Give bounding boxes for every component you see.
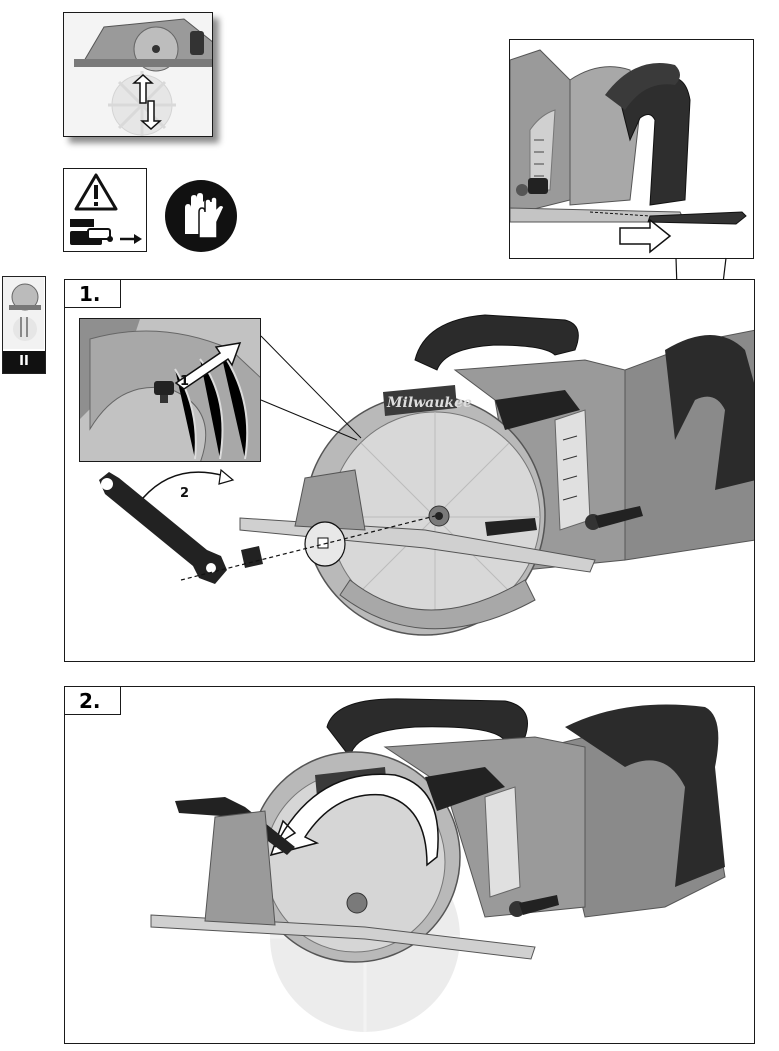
safety-notice-box bbox=[63, 168, 147, 252]
brand-logo: Milwaukee bbox=[386, 395, 472, 411]
up-down-arrows-icon bbox=[132, 73, 162, 131]
blade-installation-thumbnail bbox=[63, 12, 213, 137]
section-tab-label: II bbox=[3, 351, 45, 373]
step-1-illustration: Milwaukee 2 bbox=[99, 314, 754, 636]
step-2-panel: 2. bbox=[64, 686, 755, 1044]
remove-battery-icon bbox=[70, 219, 142, 245]
section-tab-thumbnail bbox=[3, 277, 44, 349]
step-2-illustration bbox=[150, 698, 726, 1032]
spindle-lock-inset: 1 bbox=[79, 318, 261, 462]
spindle-lock-callout-number: 1 bbox=[180, 374, 189, 389]
lever-detail-panel bbox=[509, 39, 754, 259]
step-2-label: 2. bbox=[65, 687, 121, 715]
section-tab: II bbox=[2, 276, 46, 374]
spindle-lock-inset-illustration: 1 bbox=[80, 319, 260, 461]
lever-detail-illustration bbox=[510, 40, 753, 258]
step-1-label: 1. bbox=[65, 280, 121, 308]
saw-thumbnail-illustration bbox=[64, 13, 212, 136]
wrench-callout-number: 2 bbox=[180, 486, 189, 501]
wear-gloves-icon bbox=[165, 180, 237, 252]
step-1-panel: Milwaukee 2 1. bbox=[64, 279, 755, 662]
warning-triangle-icon bbox=[74, 173, 118, 211]
